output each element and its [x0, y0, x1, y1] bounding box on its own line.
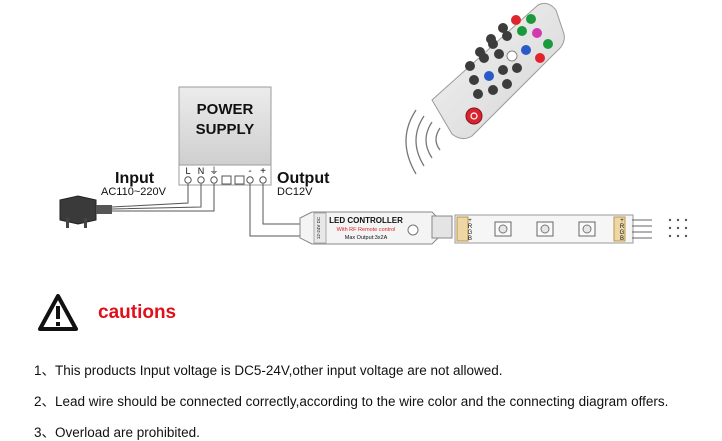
terminal-label-l: L [185, 166, 190, 176]
cautions-title: cautions [98, 302, 177, 323]
controller-subtitle: With RF Remote control [337, 227, 396, 233]
input-wires [111, 184, 215, 212]
power-supply-title-line2: SUPPLY [196, 121, 255, 138]
strip-pin-r-left: R [468, 224, 473, 230]
strip-pin-b-left: B [468, 236, 472, 242]
remote-button-grid [465, 14, 553, 99]
continuation-dots [668, 218, 688, 238]
input-label: Input [115, 170, 155, 187]
output-wires [249, 184, 306, 237]
caution-item-1: 1、This products Input voltage is DC5-24V… [34, 363, 503, 378]
led-chips [494, 221, 596, 237]
strip-output-wires [632, 219, 652, 239]
strip-pin-r-right: R [620, 224, 625, 230]
strip-pin-g-left: G [468, 230, 473, 236]
power-supply-title-line1: POWER [197, 101, 254, 118]
controller-side-text: 12-24V DC [316, 216, 321, 239]
output-voltage: DC12V [277, 186, 313, 198]
output-label: Output [277, 170, 330, 187]
cautions-header: cautions [38, 290, 176, 336]
power-supply: POWER SUPPLY L N ⏚ - + [178, 86, 272, 186]
caution-item-3: 3、Overload are prohibited. [34, 425, 200, 440]
controller-button [407, 224, 419, 236]
strip-pin-b-right: B [620, 236, 624, 242]
warning-icon [38, 294, 78, 331]
input-voltage: AC110~220V [101, 186, 167, 198]
ac-plug [59, 195, 112, 228]
rf-remote-control [405, 2, 565, 175]
wiring-diagram: POWER SUPPLY L N ⏚ - + Input AC110~220V … [59, 2, 688, 245]
controller-max-output: Max Output:3x2A [345, 235, 388, 241]
rf-signal-waves [405, 109, 441, 175]
strip-pin-plus-right: + [620, 218, 624, 224]
strip-pin-g-right: G [620, 230, 625, 236]
terminal-screws [184, 175, 267, 185]
terminal-label-n: N [198, 166, 205, 176]
terminal-label-plus: + [260, 166, 266, 177]
terminal-label-ground: ⏚ [209, 166, 218, 176]
terminal-label-minus: - [248, 166, 251, 177]
remote-power-button [465, 107, 483, 125]
led-strip: + R G B + R G B [454, 214, 688, 244]
led-controller: 12-24V DC LED CONTROLLER With RF Remote … [299, 211, 453, 245]
strip-pin-plus-left: + [468, 218, 472, 224]
caution-item-2: 2、Lead wire should be connected correctl… [34, 394, 669, 409]
controller-title: LED CONTROLLER [329, 216, 403, 225]
